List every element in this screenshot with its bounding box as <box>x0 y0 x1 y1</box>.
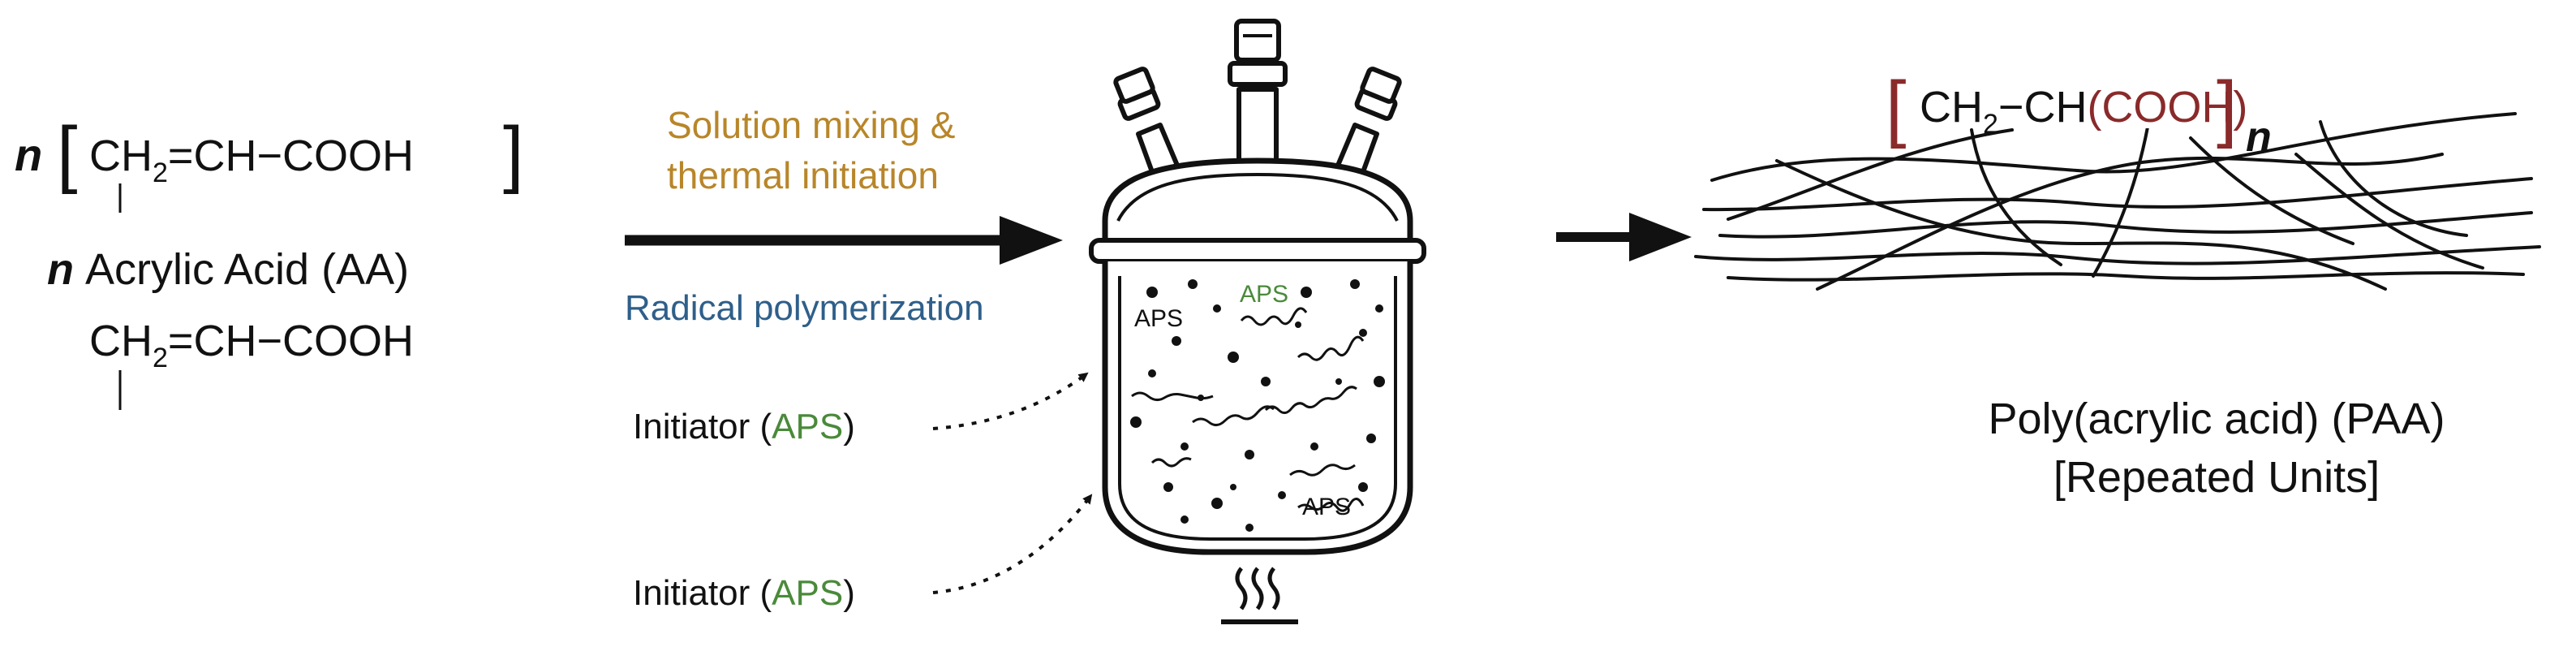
particle-dot <box>1211 498 1223 509</box>
monomer-bracket-left: [ <box>57 112 78 195</box>
reactor-right-neck <box>1335 67 1402 180</box>
particle-dot <box>1295 321 1301 328</box>
reactor-left-neck <box>1113 67 1180 180</box>
particle-dot <box>1148 369 1156 377</box>
initiator-label-2: Initiator (APS) <box>633 573 855 613</box>
particle-dot <box>1366 434 1376 443</box>
product-name: Poly(acrylic acid) (PAA) <box>1988 395 2445 443</box>
particle-dot <box>1375 304 1383 313</box>
reactor-lid-inner <box>1116 173 1399 222</box>
initiator-arrow-1 <box>932 372 1089 430</box>
particle-dot <box>1230 484 1236 490</box>
heat-icon <box>1221 567 1298 624</box>
reactor-lid <box>1102 157 1413 240</box>
particle-dot <box>1359 329 1367 337</box>
monomer-n-coefficient: n <box>15 129 42 180</box>
repeat-bracket-right: ] <box>2217 67 2238 149</box>
particle-dot <box>1163 482 1173 492</box>
monomer-formula-line2: CH2=CH−COOH <box>89 317 414 373</box>
initiator-arrow-2 <box>932 494 1093 594</box>
particle-dot <box>1374 376 1385 387</box>
process-block: Solution mixing & thermal initiation Rad… <box>625 104 1093 613</box>
particle-dot <box>1213 304 1221 313</box>
growing-chains <box>1131 307 1365 512</box>
process-label-line2: thermal initiation <box>667 154 939 196</box>
reactor-body-inner <box>1118 276 1397 541</box>
reactor-flange <box>1089 238 1426 264</box>
particle-dot <box>1188 279 1198 289</box>
monomer-particles <box>1130 279 1385 532</box>
repeat-bracket-left: [ <box>1886 67 1907 149</box>
particle-dot <box>1301 287 1312 298</box>
particle-dot <box>1180 515 1189 524</box>
initiator-label-1: Initiator (APS) <box>633 407 855 446</box>
radical-polymerization-label: Radical polymerization <box>625 288 984 328</box>
monomer-formula-line1: CH2=CH−COOH <box>89 132 414 188</box>
particle-dot <box>1130 416 1142 428</box>
particle-dot <box>1146 287 1158 298</box>
particle-dot <box>1278 491 1286 499</box>
reactor-aps-label-left: APS <box>1134 305 1183 332</box>
product-subtitle: [Repeated Units] <box>2053 453 2380 502</box>
reactor-aps-label-bottom: APS <box>1302 494 1351 520</box>
particle-dot <box>1350 279 1360 289</box>
particle-dot <box>1261 377 1271 386</box>
particle-dot <box>1228 352 1239 363</box>
particle-dot <box>1310 442 1318 451</box>
polymer-repeat-unit: [ CH2−CH(COOH) ] n <box>1886 67 2272 161</box>
reactor-center-neck <box>1228 19 1288 158</box>
particle-dot <box>1180 442 1189 451</box>
particle-dot <box>1335 378 1342 385</box>
particle-dot <box>1358 482 1368 492</box>
process-label-line1: Solution mixing & <box>667 104 955 146</box>
particle-dot <box>1245 450 1254 459</box>
product-arrow <box>1556 213 1692 261</box>
reactor-aps-label-green: APS <box>1240 281 1288 308</box>
reactor-contents: APS APS APS <box>1130 279 1385 532</box>
polymer-network <box>1694 112 2541 291</box>
repeat-unit-formula: CH2−CH(COOH) <box>1920 83 2247 140</box>
repeat-n-subscript: n <box>2246 114 2272 161</box>
reactor-body <box>1102 261 1413 555</box>
particle-dot <box>1245 524 1254 532</box>
reactor-vessel <box>1089 19 1426 555</box>
particle-dot <box>1172 336 1181 346</box>
main-arrow-head <box>1000 216 1063 265</box>
monomer-bracket-right: ] <box>503 112 524 195</box>
